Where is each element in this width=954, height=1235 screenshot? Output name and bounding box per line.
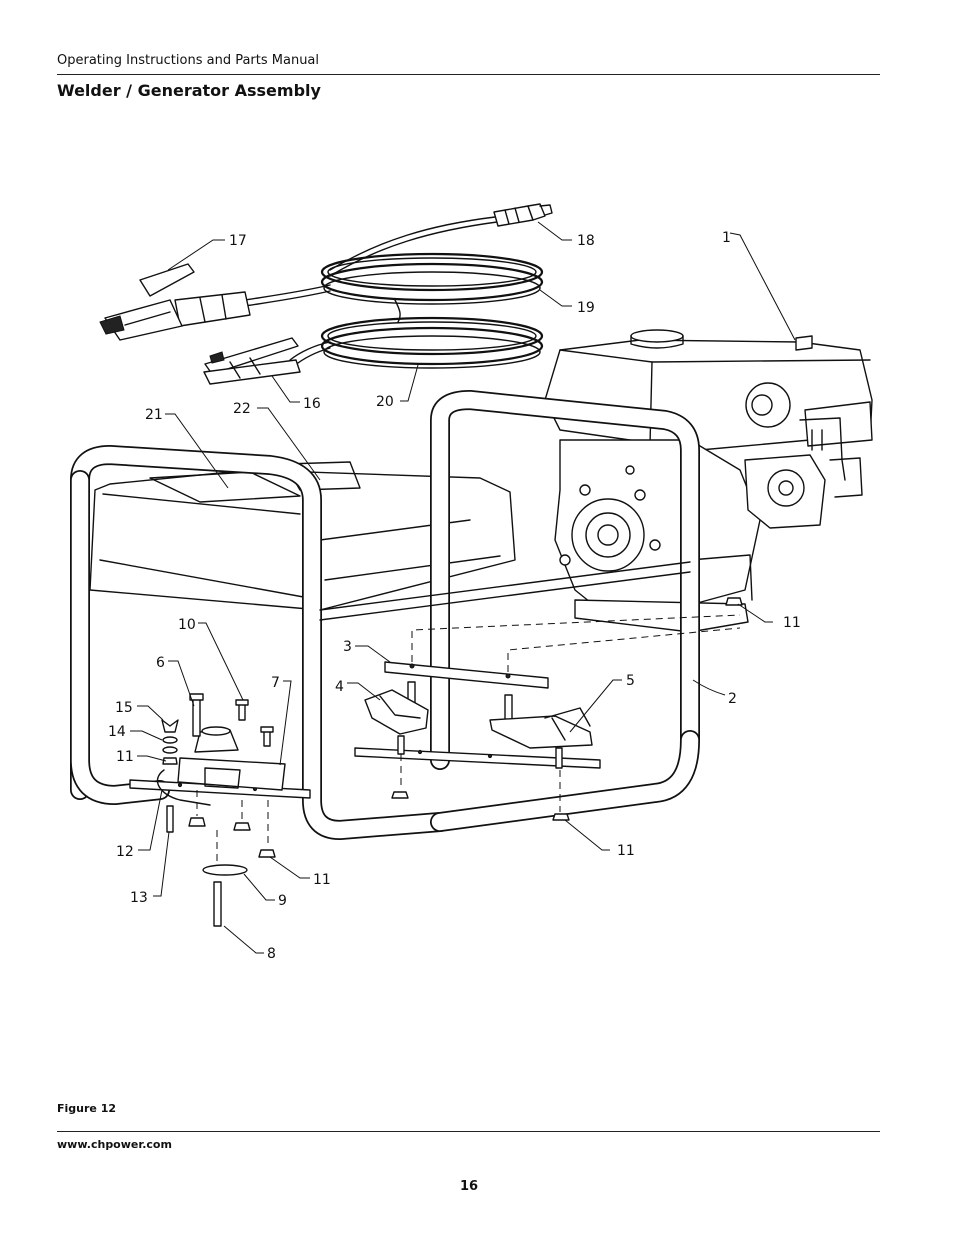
electrode-holder-17 bbox=[99, 263, 251, 341]
callout-11-bottom: 11 bbox=[313, 872, 331, 888]
callout-11-engine: 11 bbox=[783, 615, 801, 631]
engine-1 bbox=[544, 329, 873, 633]
callout-14: 14 bbox=[108, 724, 126, 740]
page-number: 16 bbox=[460, 1179, 479, 1194]
callout-11-left: 11 bbox=[116, 749, 134, 765]
footer-url: www.chpower.com bbox=[57, 1138, 172, 1151]
mount-brackets bbox=[364, 597, 743, 821]
callout-11-right: 11 bbox=[617, 843, 635, 859]
welding-cables bbox=[244, 203, 553, 369]
figure-label: Figure 12 bbox=[57, 1102, 117, 1115]
isolator-mount-hardware bbox=[156, 693, 286, 927]
manual-title: Operating Instructions and Parts Manual bbox=[57, 53, 320, 68]
ground-clamp-16 bbox=[203, 337, 301, 385]
callout-13: 13 bbox=[130, 890, 148, 906]
frame-2 bbox=[70, 390, 700, 840]
callout-3: 3 bbox=[343, 639, 352, 655]
callout-10: 10 bbox=[178, 617, 196, 633]
callout-8: 8 bbox=[267, 946, 276, 962]
callout-16: 16 bbox=[303, 396, 321, 412]
callout-21: 21 bbox=[145, 407, 163, 423]
callout-9: 9 bbox=[278, 893, 287, 909]
callout-12: 12 bbox=[116, 844, 134, 860]
callout-20: 20 bbox=[376, 394, 394, 410]
callout-4: 4 bbox=[335, 679, 344, 695]
footer-rule bbox=[57, 1131, 880, 1132]
callout-1: 1 bbox=[722, 230, 731, 246]
callout-6: 6 bbox=[156, 655, 165, 671]
callout-17: 17 bbox=[229, 233, 247, 249]
callout-5: 5 bbox=[626, 673, 635, 689]
callout-labels: 1 2 3 4 5 6 7 8 9 10 11 11 11 11 12 13 1 bbox=[108, 221, 801, 962]
callout-2: 2 bbox=[728, 691, 737, 707]
callout-19: 19 bbox=[577, 300, 595, 316]
callout-15: 15 bbox=[115, 700, 133, 716]
section-title: Welder / Generator Assembly bbox=[57, 81, 321, 100]
header-rule bbox=[57, 74, 880, 75]
callout-7: 7 bbox=[271, 675, 280, 691]
callout-18: 18 bbox=[577, 233, 595, 249]
callout-22: 22 bbox=[233, 401, 251, 417]
